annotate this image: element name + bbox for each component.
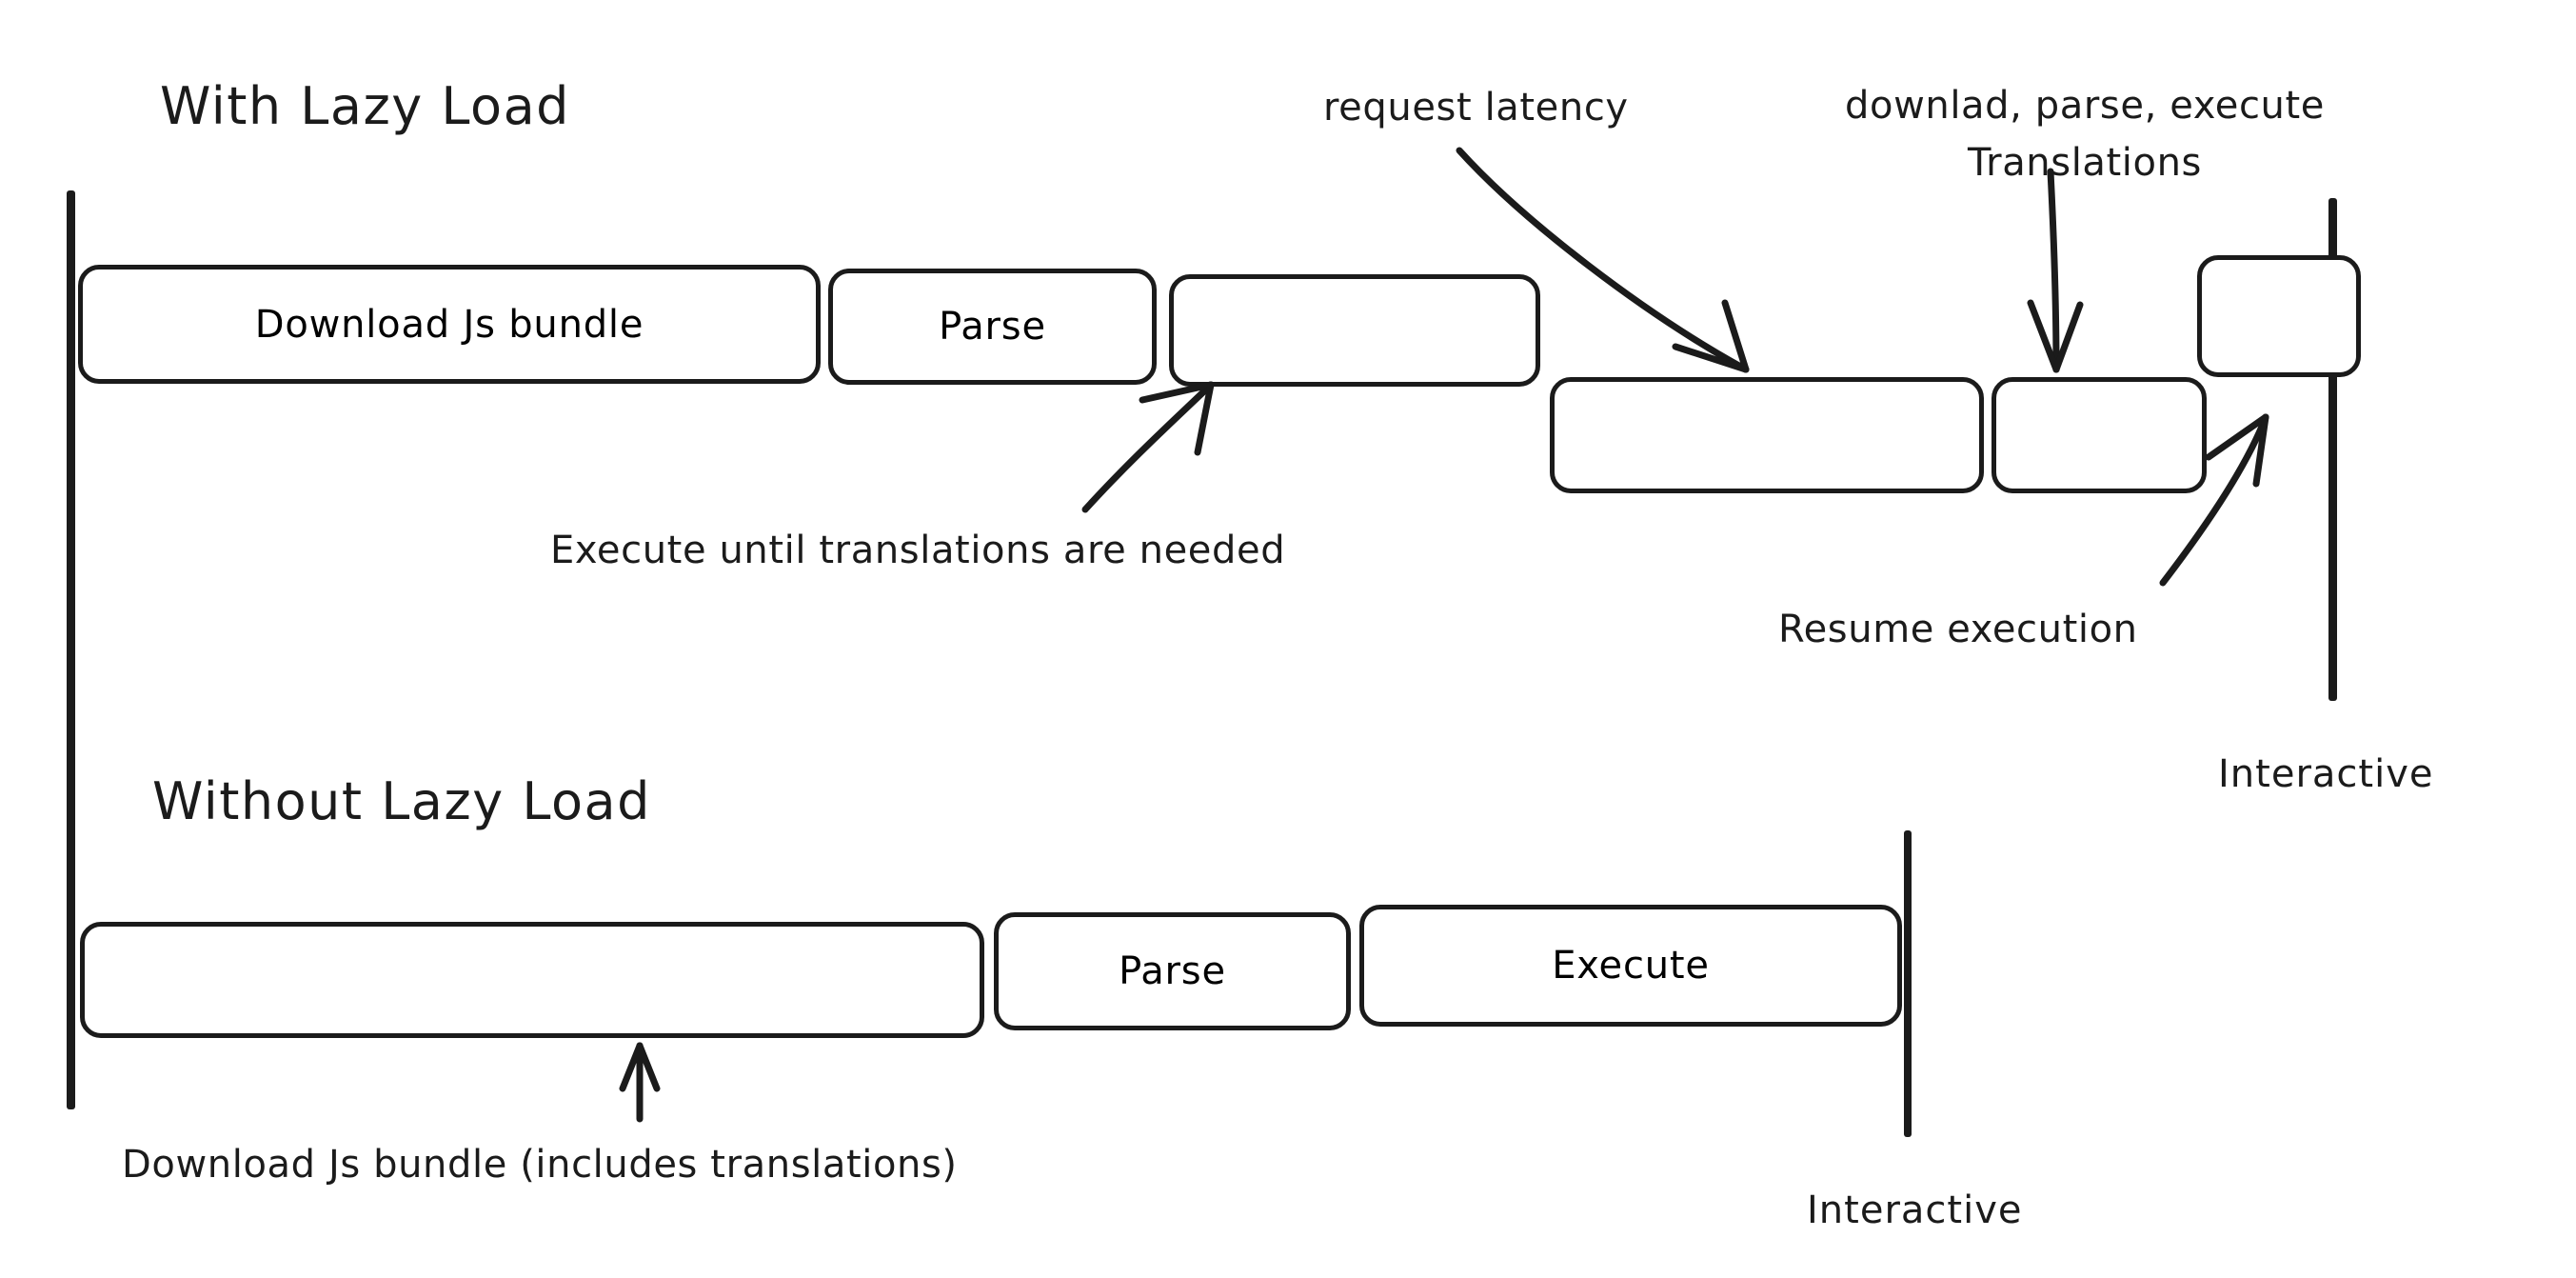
annotation-request-latency: request latency	[1323, 86, 1629, 130]
arrow-execute-until-translations-icon	[1081, 381, 1215, 513]
task-box-translations[interactable]	[1991, 377, 2207, 493]
arrow-translations-icon	[2027, 168, 2084, 373]
task-box-label: Download Js bundle	[254, 302, 644, 347]
section-title-with-lazy-load: With Lazy Load	[160, 76, 570, 136]
annotation-execute-until-translations: Execute until translations are needed	[550, 529, 1286, 572]
interactive-marker-rule-2	[1904, 830, 1912, 1137]
task-box-label: Execute	[1552, 944, 1710, 988]
annotation-translations-line1: downlad, parse, execute	[1845, 84, 2325, 128]
annotation-translations-line2: Translations	[1968, 141, 2202, 185]
annotation-download-js-bundle-includes-translations: Download Js bundle (includes translation…	[122, 1143, 958, 1187]
annotation-resume-execution: Resume execution	[1778, 608, 2138, 651]
task-box-download-js-bundle-full[interactable]	[80, 922, 984, 1038]
interactive-marker-rule-1	[2328, 198, 2337, 701]
task-box-label: Parse	[939, 305, 1046, 349]
task-box-download-js-bundle[interactable]: Download Js bundle	[78, 265, 821, 384]
task-box-parse-2[interactable]: Parse	[994, 912, 1351, 1030]
timeline-start-rule	[67, 190, 75, 1109]
task-box-request-latency[interactable]	[1550, 377, 1984, 493]
task-box-parse[interactable]: Parse	[828, 269, 1157, 385]
interactive-label-1: Interactive	[2218, 752, 2434, 796]
task-box-label: Parse	[1119, 949, 1226, 993]
task-box-resume-execution[interactable]	[2197, 255, 2361, 377]
section-title-without-lazy-load: Without Lazy Load	[152, 771, 651, 831]
interactive-label-2: Interactive	[1807, 1188, 2023, 1232]
arrow-download-bundle-icon	[619, 1042, 661, 1123]
task-box-execute-until-translations[interactable]	[1169, 274, 1540, 387]
task-box-execute-2[interactable]: Execute	[1359, 905, 1902, 1027]
